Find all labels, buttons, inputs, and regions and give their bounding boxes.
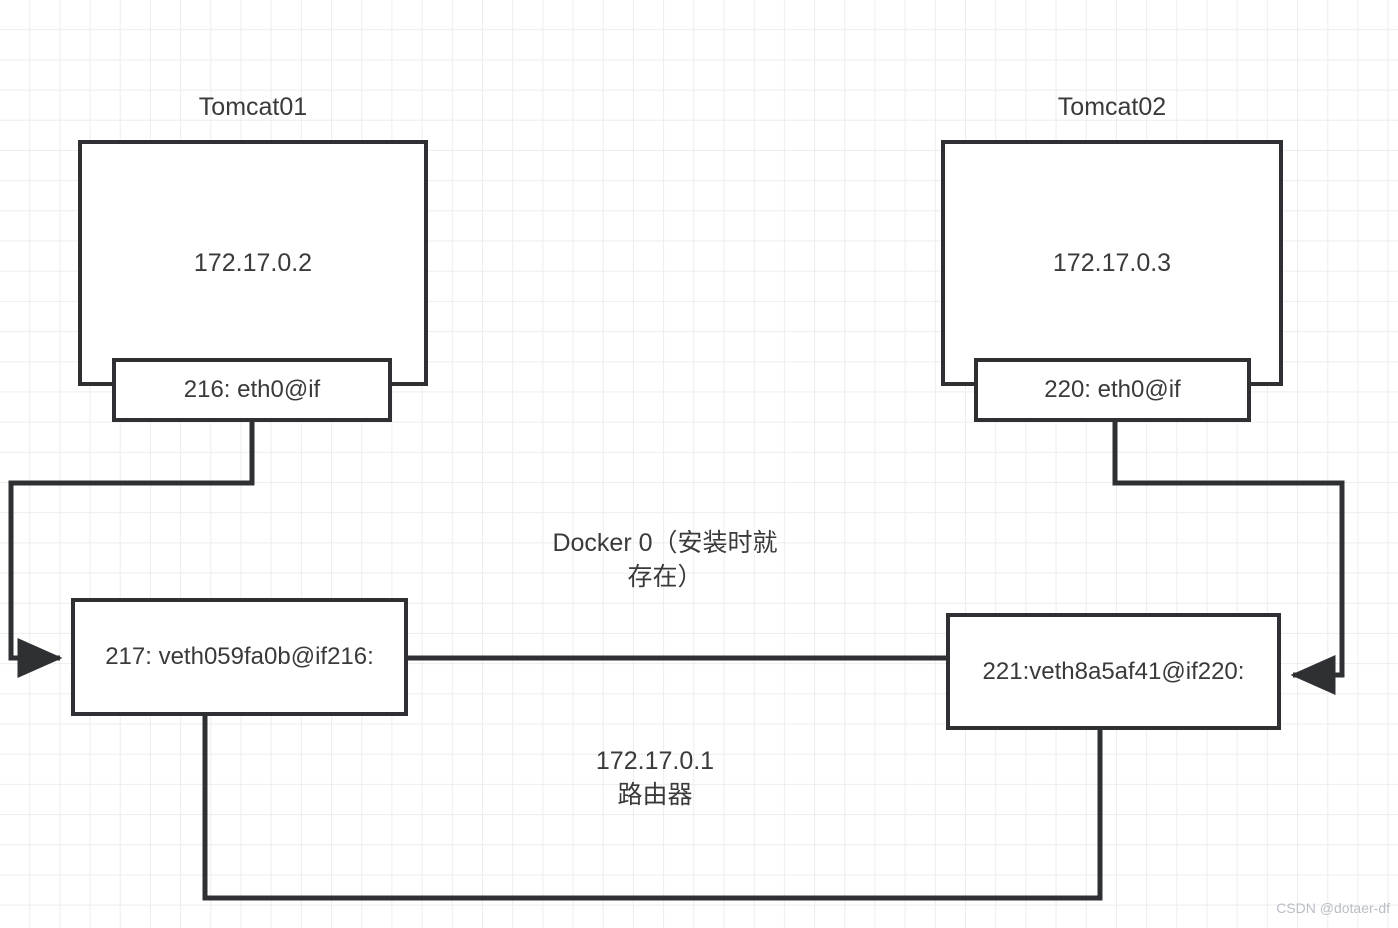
tomcat01-ip-label: 172.17.0.2 <box>193 248 313 277</box>
tomcat01-eth0-label: 216: eth0@if <box>183 376 321 403</box>
veth-left-box[interactable]: 217: veth059fa0b@if216: <box>71 598 408 716</box>
veth-left-label: 217: veth059fa0b@if216: <box>105 643 374 670</box>
tomcat02-eth0-label: 220: eth0@if <box>1044 376 1181 403</box>
tomcat02-eth0-interface-box[interactable]: 220: eth0@if <box>974 358 1251 422</box>
watermark: CSDN @dotaer-df <box>1276 900 1390 916</box>
veth-right-label: 221:veth8a5af41@if220: <box>982 657 1245 685</box>
tomcat01-caption: Tomcat01 <box>198 93 308 121</box>
gateway-router-label: 172.17.0.1 路由器 <box>520 745 790 813</box>
docker0-bridge-label: Docker 0（安装时就 存在） <box>500 527 830 595</box>
gateway-role-label: 路由器 <box>617 780 693 809</box>
veth-right-box[interactable]: 221:veth8a5af41@if220: <box>946 613 1281 730</box>
docker0-bridge-label-line1: Docker 0（安装时就 <box>552 529 778 557</box>
tomcat02-container-box[interactable]: 172.17.0.3 <box>941 140 1283 386</box>
gateway-ip-label: 172.17.0.1 <box>595 747 715 775</box>
docker0-bridge-label-line2: 存在） <box>627 562 703 591</box>
tomcat01-eth0-interface-box[interactable]: 216: eth0@if <box>112 358 392 422</box>
tomcat02-caption: Tomcat02 <box>1057 93 1167 121</box>
tomcat02-ip-label: 172.17.0.3 <box>1052 248 1172 277</box>
tomcat01-container-box[interactable]: 172.17.0.2 <box>78 140 428 386</box>
